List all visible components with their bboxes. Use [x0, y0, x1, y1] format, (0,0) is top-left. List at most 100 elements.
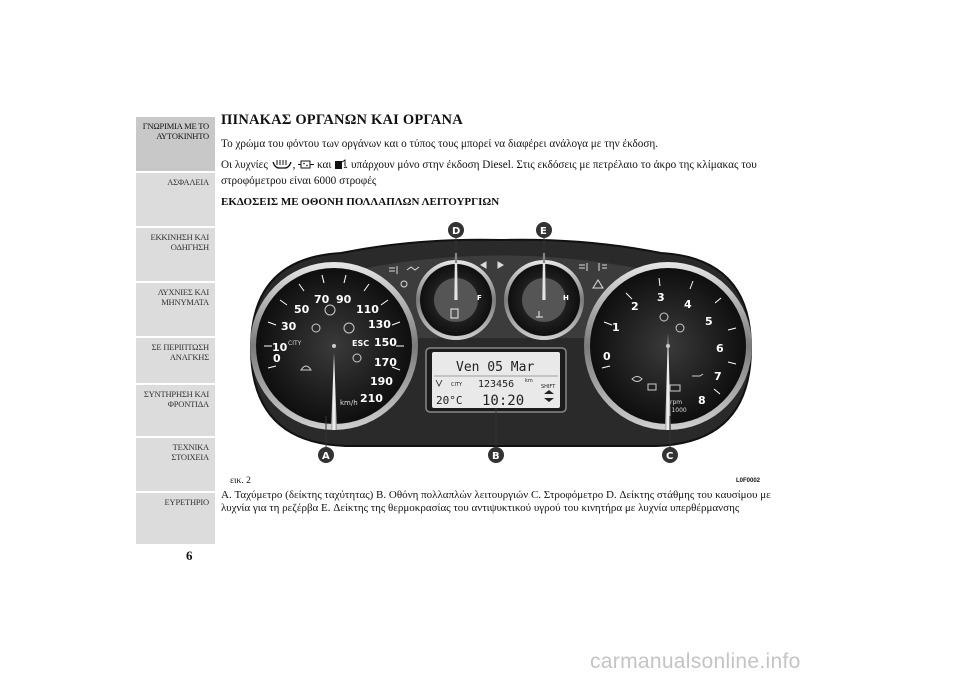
- intro-paragraph: Το χρώμα του φόντου των οργάνων και ο τύ…: [221, 138, 659, 150]
- callout-c-label: C: [666, 451, 673, 462]
- figure-caption: A. Ταχύμετρο (δείκτης ταχύτητας) B. Οθόν…: [221, 489, 771, 514]
- lamps-paragraph: Οι λυχνίες , και υπάρχουν μόνο στην έκδο…: [221, 158, 781, 188]
- general-warning-icon: [592, 279, 604, 289]
- fuel-cap-icon: [647, 383, 657, 391]
- lamps-sep1: ,: [292, 159, 296, 171]
- speedometer: 0 10 30 50 70 90 110 130 150 170 190 210…: [250, 262, 418, 430]
- sidebar-tab-technical-data[interactable]: ΤΕΧΝΙΚΑ ΣΤΟΙΧΕΙΑ: [136, 437, 215, 491]
- tachometer-needle: [665, 333, 671, 430]
- speed-tick-110: 110: [356, 303, 379, 316]
- callout-d-label: D: [452, 226, 460, 237]
- fuel-full-mark: F: [477, 294, 482, 302]
- sidebar-tab-label: ΓΝΩΡΙΜΙΑ ΜΕ ΤΟ ΑΥΤΟΚΙΝΗΤΟ: [142, 121, 209, 141]
- display-time: 10:20: [482, 393, 524, 409]
- water-in-fuel-icon: [334, 158, 348, 174]
- fuel-gauge: F: [416, 253, 496, 340]
- temp-hot-mark: H: [563, 294, 569, 302]
- lamps-sep2: και: [317, 159, 332, 171]
- parking-brake-icon: [324, 304, 336, 316]
- speed-tick-50: 50: [294, 303, 310, 316]
- speed-tick-10: 10: [272, 341, 288, 354]
- shift-arrows-icon: [544, 390, 554, 402]
- instrument-panel-figure: 0 10 30 50 70 90 110 130 150 170 190 210…: [246, 218, 756, 473]
- sidebar-tab-label: ΕΥΡΕΤΗΡΙΟ: [164, 497, 210, 507]
- display-date: Ven 05 Mar: [456, 360, 534, 375]
- rear-fog-icon: [598, 263, 607, 271]
- oil-pressure-icon: [692, 373, 704, 377]
- sidebar-tab-label: ΣΥΝΤΗΡΗΣΗ ΚΑΙ ΦΡΟΝΤΙΔΑ: [143, 389, 209, 409]
- fuel-needle: [454, 253, 458, 300]
- speed-tick-90: 90: [336, 293, 352, 306]
- rpm-tick-5: 5: [705, 315, 713, 328]
- speed-tick-0: 0: [273, 352, 281, 365]
- speedometer-needle: [331, 353, 337, 430]
- rpm-unit: rpm: [670, 399, 682, 406]
- speed-tick-30: 30: [281, 320, 297, 333]
- sidebar-tab-getting-to-know[interactable]: ΓΝΩΡΙΜΙΑ ΜΕ ΤΟ ΑΥΤΟΚΙΝΗΤΟ: [136, 116, 215, 171]
- sidebar-tab-label: ΤΕΧΝΙΚΑ ΣΤΟΙΧΕΙΑ: [171, 442, 209, 462]
- position-light-icon: [400, 280, 408, 288]
- section-subtitle: ΕΚΔΟΣΕΙΣ ΜΕ ΟΘΟΝΗ ΠΟΛΛΑΠΛΩΝ ΛΕΙΤΟΥΡΓΙΩΝ: [221, 196, 500, 208]
- multifunction-display: Ven 05 Mar CITY 123456 km 20°C 10:20 SHI…: [425, 347, 567, 413]
- sidebar-tab-starting-driving[interactable]: ΕΚΚΙΝΗΣΗ ΚΑΙ ΟΔΗΓΗΣΗ: [136, 227, 215, 281]
- speed-tick-210: 210: [360, 392, 383, 405]
- rpm-tick-8: 8: [698, 394, 706, 407]
- esc-label: ESC: [352, 339, 369, 348]
- sidebar-tab-emergency[interactable]: ΣΕ ΠΕΡΙΠΤΩΣΗ ΑΝΑΓΚΗΣ: [136, 337, 215, 383]
- airbag-icon: [311, 323, 321, 333]
- display-mode: CITY: [451, 382, 463, 388]
- sidebar-tab-lamps-messages[interactable]: ΛΥΧΝΙΕΣ ΚΑΙ ΜΗΝΥΜΑΤΑ: [136, 282, 215, 336]
- city-label: CITY: [288, 340, 302, 347]
- abs-icon: [343, 322, 355, 334]
- rpm-tick-6: 6: [716, 342, 724, 355]
- temperature-gauge: H: [504, 253, 584, 340]
- rpm-tick-7: 7: [714, 370, 722, 383]
- seatbelt-icon: [659, 312, 669, 322]
- callout-a: [318, 447, 334, 463]
- display-odo-unit: km: [525, 378, 533, 384]
- speed-tick-170: 170: [374, 356, 397, 369]
- sidebar-tab-label: ΑΣΦΑΛΕΙΑ: [167, 177, 209, 187]
- watermark: carmanualsonline.info: [590, 650, 801, 673]
- callout-c: [662, 447, 678, 463]
- display-odometer: 123456: [478, 379, 514, 390]
- callout-e-label: E: [540, 226, 547, 237]
- high-beam-icon: [406, 266, 420, 271]
- rpm-multiplier: x 1000: [666, 407, 687, 414]
- figure-label: εικ. 2: [230, 476, 251, 486]
- low-beam-icon: [579, 263, 588, 271]
- rpm-tick-4: 4: [684, 298, 692, 311]
- dpf-icon: [298, 159, 315, 174]
- callout-b-label: B: [492, 451, 500, 462]
- sidebar-tab-safety[interactable]: ΑΣΦΑΛΕΙΑ: [136, 172, 215, 226]
- display-small-icon: [435, 379, 443, 387]
- lamps-rest: υπάρχουν μόνο στην έκδοση Diesel. Στις ε…: [221, 159, 757, 187]
- tachometer: 0 1 2 3 4 5 6 7 8 rpm x 1000: [584, 262, 752, 430]
- page-title: ΠΙΝΑΚΑΣ ΟΡΓΑΝΩΝ ΚΑΙ ΟΡΓΑΝΑ: [221, 112, 463, 128]
- callout-d: [448, 222, 464, 238]
- fuel-reserve-icon: [450, 308, 459, 319]
- callout-e: [536, 222, 552, 238]
- glow-plug-icon: [271, 159, 293, 174]
- speed-tick-190: 190: [370, 375, 393, 388]
- temp-needle: [542, 253, 546, 300]
- sidebar-tab-index[interactable]: ΕΥΡΕΤΗΡΙΟ: [136, 492, 215, 544]
- speed-tick-150: 150: [374, 336, 397, 349]
- callout-b: [488, 447, 504, 463]
- sidebar-tab-label: ΣΕ ΠΕΡΙΠΤΩΣΗ ΑΝΑΓΚΗΣ: [151, 342, 210, 362]
- speed-tick-130: 130: [368, 318, 391, 331]
- turn-signals-icon: [480, 261, 504, 269]
- figure-code: L0F0002: [736, 478, 761, 484]
- passenger-airbag-icon: [675, 323, 685, 333]
- speed-unit: km/h: [340, 399, 358, 407]
- page-number: 6: [186, 548, 193, 563]
- tyre-pressure-icon: [300, 365, 312, 371]
- rpm-tick-3: 3: [657, 291, 665, 304]
- cruise-icon: [352, 353, 362, 363]
- sidebar-tab-maintenance[interactable]: ΣΥΝΤΗΡΗΣΗ ΚΑΙ ΦΡΟΝΤΙΔΑ: [136, 384, 215, 436]
- display-temperature: 20°C: [436, 394, 463, 407]
- front-fog-icon: [389, 266, 398, 274]
- rpm-tick-0: 0: [603, 350, 611, 363]
- rpm-tick-1: 1: [612, 321, 620, 334]
- callout-a-label: A: [322, 451, 330, 462]
